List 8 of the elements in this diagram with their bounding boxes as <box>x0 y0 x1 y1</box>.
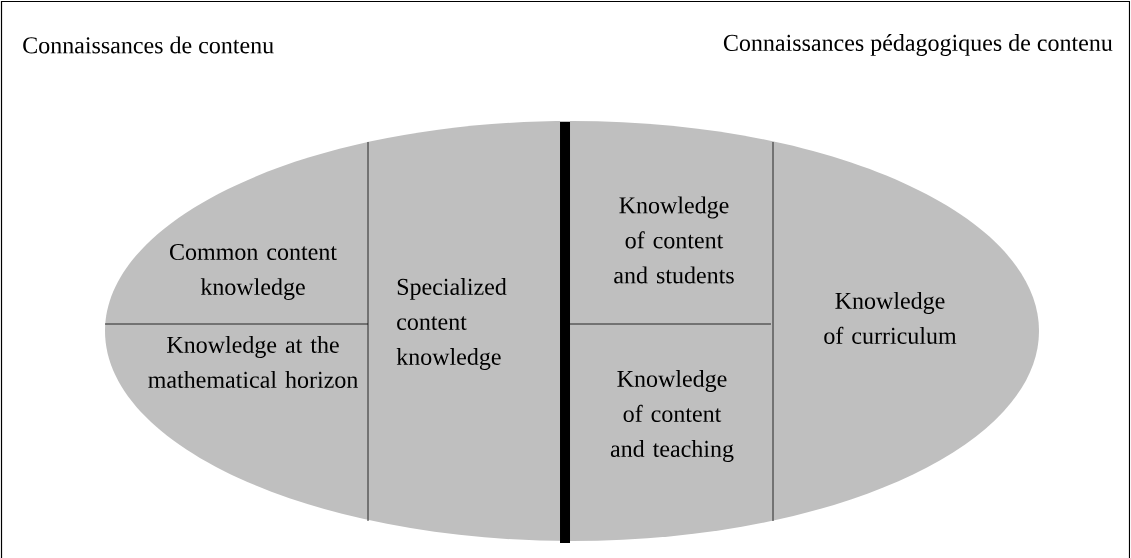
heading: Connaissances de contenu <box>23 36 274 54</box>
region-label: Knowledge at the mathematical horizon <box>148 336 358 388</box>
region-label: Knowledge of content and teaching <box>610 370 734 462</box>
heading: Connaissances pédagogiques de contenu <box>723 34 1113 56</box>
region-label: Knowledge of content and students <box>614 196 734 284</box>
region-label: Knowledge of curriculum <box>824 292 957 344</box>
region-label: Common content knowledge <box>170 243 337 301</box>
region-label: Specialized content knowledge <box>396 278 507 370</box>
